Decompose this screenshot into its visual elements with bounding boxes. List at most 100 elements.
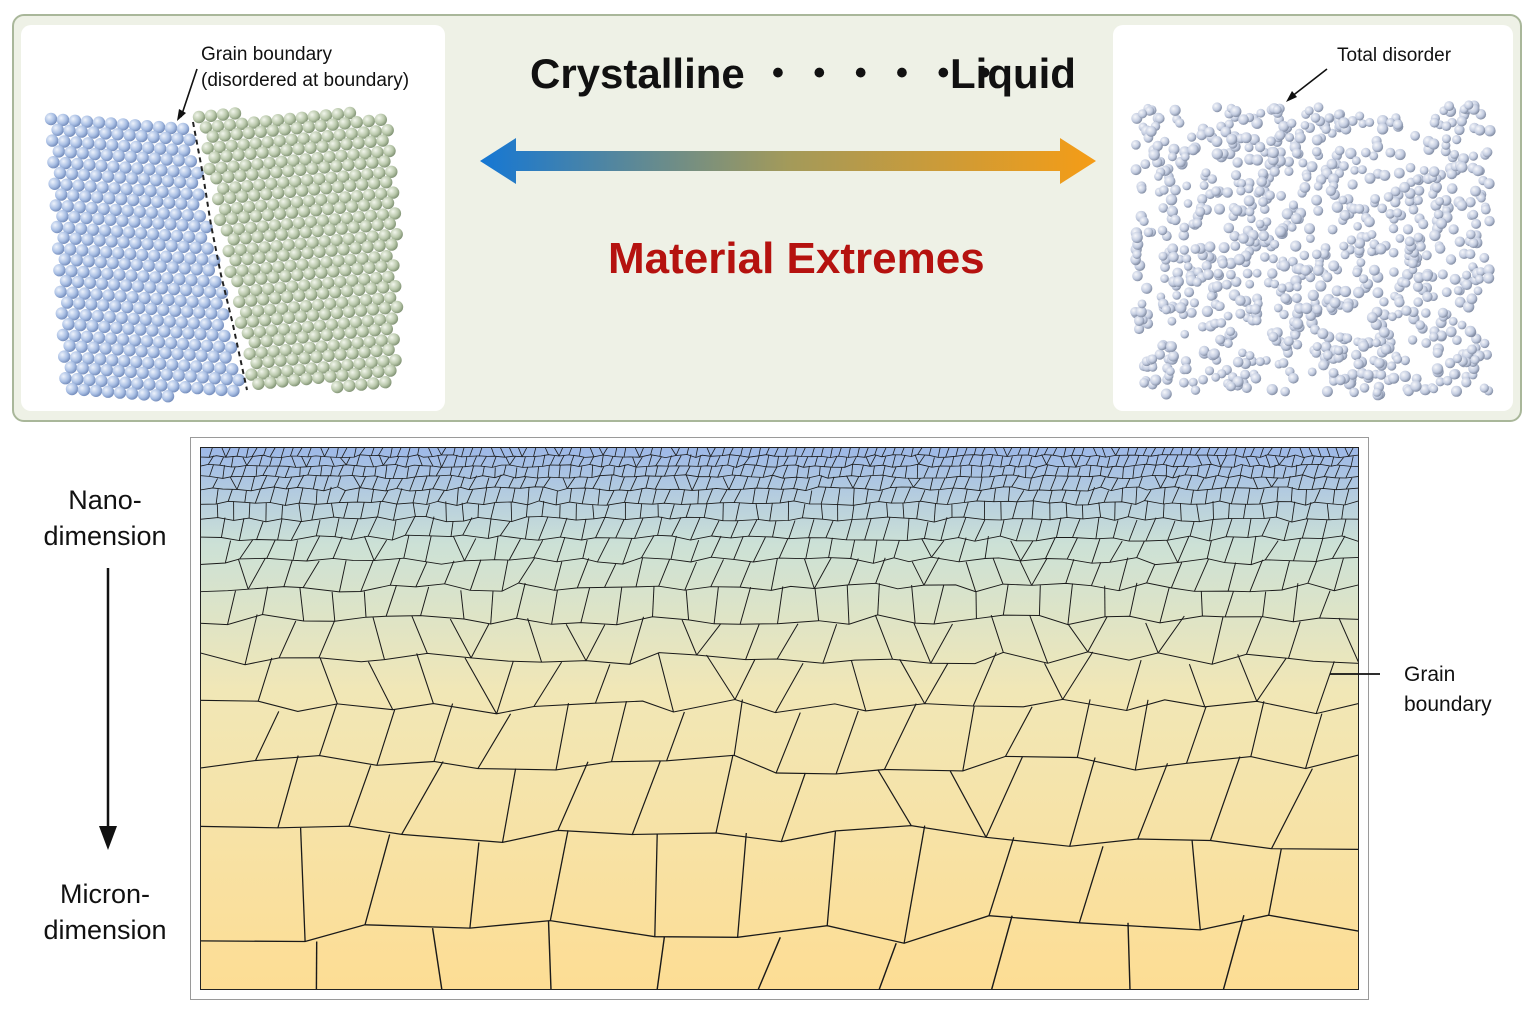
disordered-atoms <box>1130 68 1496 401</box>
grain-boundary-segment <box>405 456 409 468</box>
blue-grain-atom <box>198 296 211 309</box>
grain-boundary-segment <box>604 563 617 588</box>
green-grain-atom <box>373 313 387 326</box>
grain-boundary-segment <box>654 834 658 937</box>
green-grain-atom <box>304 141 317 154</box>
blue-grain-atom <box>100 246 113 259</box>
grain-boundary-segment <box>209 464 214 477</box>
grain-boundary-segment <box>1075 455 1081 468</box>
blue-grain-atom <box>176 337 190 351</box>
grain-boundary-segment <box>336 447 339 458</box>
green-grain-atom <box>241 180 254 193</box>
disordered-atom <box>1281 208 1294 220</box>
blue-grain-atom <box>200 339 214 352</box>
green-grain-atom <box>249 210 263 223</box>
grain-boundary-segment <box>831 455 838 468</box>
disordered-atom <box>1201 168 1211 178</box>
blue-grain-atom <box>175 197 188 210</box>
grain-boundary-segment <box>592 475 601 489</box>
blue-grain-atom <box>124 247 137 261</box>
green-grain-atom <box>372 365 385 378</box>
grain-boundary-segment <box>1169 447 1175 455</box>
grain-boundary-pointer <box>180 68 198 118</box>
disordered-atom <box>1201 305 1213 317</box>
blue-grain-atom <box>163 196 176 209</box>
grain-boundary-segment <box>437 454 442 468</box>
grain-boundary-segment <box>728 474 736 490</box>
blue-grain-atom <box>76 244 89 257</box>
grain-boundary-segment <box>686 447 690 455</box>
green-grain-atom <box>224 265 237 278</box>
grain-boundary-segment <box>1344 447 1350 457</box>
blue-grain-atom <box>79 190 92 203</box>
disordered-atom <box>1244 143 1254 153</box>
disordered-atom <box>1155 113 1165 124</box>
grain-boundary-segment <box>541 500 545 517</box>
disordered-atom <box>1190 385 1201 395</box>
blue-grain-atom <box>142 356 155 370</box>
grain-boundary-segment <box>1150 447 1157 457</box>
blue-grain-atom <box>93 234 106 247</box>
grain-boundary-segment <box>788 520 796 539</box>
blue-grain-atom <box>130 258 143 271</box>
green-grain-atom <box>330 160 343 173</box>
grain-boundary-segment <box>839 467 843 477</box>
grain-boundary-segment <box>1029 615 1049 664</box>
grain-boundary-segment <box>299 467 301 477</box>
disordered-atom <box>1195 206 1206 217</box>
grain-boundary-segment <box>470 623 490 659</box>
grain-boundary-segment <box>705 476 712 490</box>
disordered-atom <box>1446 168 1458 180</box>
disordered-atom <box>1300 265 1311 276</box>
grain-boundary-segment <box>775 712 801 774</box>
grain-boundary-segment <box>1206 540 1212 559</box>
grain-boundary-segment <box>685 503 692 518</box>
grain-boundary-segment <box>275 465 279 477</box>
grain-boundary-segment <box>877 769 912 826</box>
blue-grain-atom <box>80 115 94 128</box>
grain-boundary-segment <box>1205 464 1211 479</box>
green-grain-atom <box>386 186 400 199</box>
disordered-atom <box>1218 258 1228 269</box>
grain-boundary-segment <box>1322 476 1328 489</box>
green-grain-atom <box>235 117 249 130</box>
disordered-atom <box>1452 335 1462 346</box>
disordered-atom <box>1291 148 1302 158</box>
green-grain-atom <box>280 144 293 157</box>
disordered-atom <box>1320 341 1332 353</box>
grain-boundary-segment <box>1265 454 1271 468</box>
crystalline-label: Crystalline <box>530 50 745 97</box>
green-grain-atom <box>263 303 277 316</box>
blue-grain-atom <box>219 351 232 364</box>
grain-boundary-segment <box>456 487 459 506</box>
green-grain-atom <box>301 246 314 260</box>
green-grain-atom <box>251 304 265 318</box>
disordered-atom <box>1468 151 1478 161</box>
grain-boundary-segment <box>469 447 474 457</box>
blue-grain-atom <box>178 359 191 372</box>
grain-boundary-segment <box>772 520 777 538</box>
disordered-atom <box>1465 249 1476 260</box>
grain-boundary-segment <box>599 466 604 476</box>
grain-boundary-segment <box>557 761 589 831</box>
green-grain-atom <box>363 335 376 348</box>
blue-grain-atom <box>104 213 117 226</box>
grain-boundary-segment <box>774 447 779 457</box>
green-grain-atom <box>265 324 279 337</box>
grain-boundary-segment <box>490 502 496 520</box>
grain-boundary-segment <box>231 456 234 468</box>
green-grain-atom <box>237 138 250 151</box>
green-grain-atom <box>323 297 337 310</box>
grain-boundary-segment <box>748 447 753 458</box>
disordered-atom <box>1446 183 1458 194</box>
green-grain-atom <box>337 243 350 256</box>
grain-boundary-segment <box>755 503 760 520</box>
blue-grain-atom <box>197 274 210 288</box>
blue-grain-atom <box>183 348 196 361</box>
blue-grain-atom <box>61 200 74 213</box>
disordered-atom <box>1158 203 1168 213</box>
blue-grain-atom <box>182 327 195 340</box>
grain-boundary-segment <box>1061 476 1069 491</box>
blue-grain-atom <box>169 304 182 317</box>
grain-boundary-segment <box>356 487 360 503</box>
